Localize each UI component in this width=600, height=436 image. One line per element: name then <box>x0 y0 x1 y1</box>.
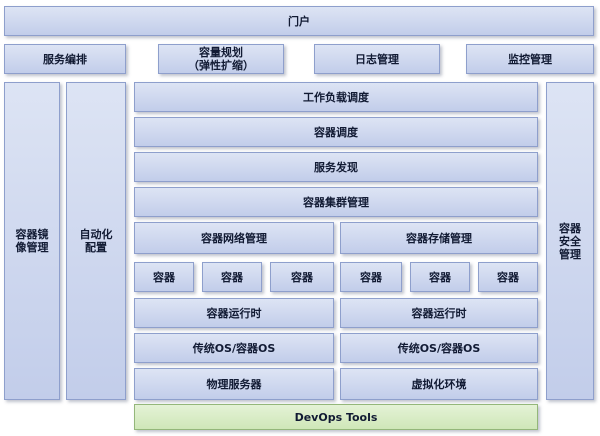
runtime-right: 容器运行时 <box>340 298 538 328</box>
devops-tools: DevOps Tools <box>134 404 538 430</box>
container-1: 容器 <box>134 262 194 292</box>
storage-management: 容器存储管理 <box>340 222 538 254</box>
monitoring-management: 监控管理 <box>466 44 594 74</box>
capacity-planning: 容量规划 （弹性扩缩） <box>158 44 284 74</box>
os-right: 传统OS/容器OS <box>340 333 538 363</box>
runtime-left: 容器运行时 <box>134 298 334 328</box>
workload-scheduling: 工作负载调度 <box>134 82 538 112</box>
image-management: 容器镜 像管理 <box>4 82 60 400</box>
automation-config: 自动化 配置 <box>66 82 126 400</box>
container-2: 容器 <box>202 262 262 292</box>
network-management: 容器网络管理 <box>134 222 334 254</box>
container-6: 容器 <box>478 262 538 292</box>
service-orchestration: 服务编排 <box>4 44 126 74</box>
container-scheduling: 容器调度 <box>134 117 538 147</box>
physical-server: 物理服务器 <box>134 368 334 400</box>
container-5: 容器 <box>410 262 470 292</box>
os-left: 传统OS/容器OS <box>134 333 334 363</box>
portal-layer: 门户 <box>4 6 594 36</box>
container-4: 容器 <box>340 262 402 292</box>
log-management: 日志管理 <box>314 44 440 74</box>
container-3: 容器 <box>270 262 334 292</box>
cluster-management: 容器集群管理 <box>134 187 538 217</box>
service-discovery: 服务发现 <box>134 152 538 182</box>
container-security: 容器 安全 管理 <box>546 82 594 400</box>
virtualization-env: 虚拟化环境 <box>340 368 538 400</box>
